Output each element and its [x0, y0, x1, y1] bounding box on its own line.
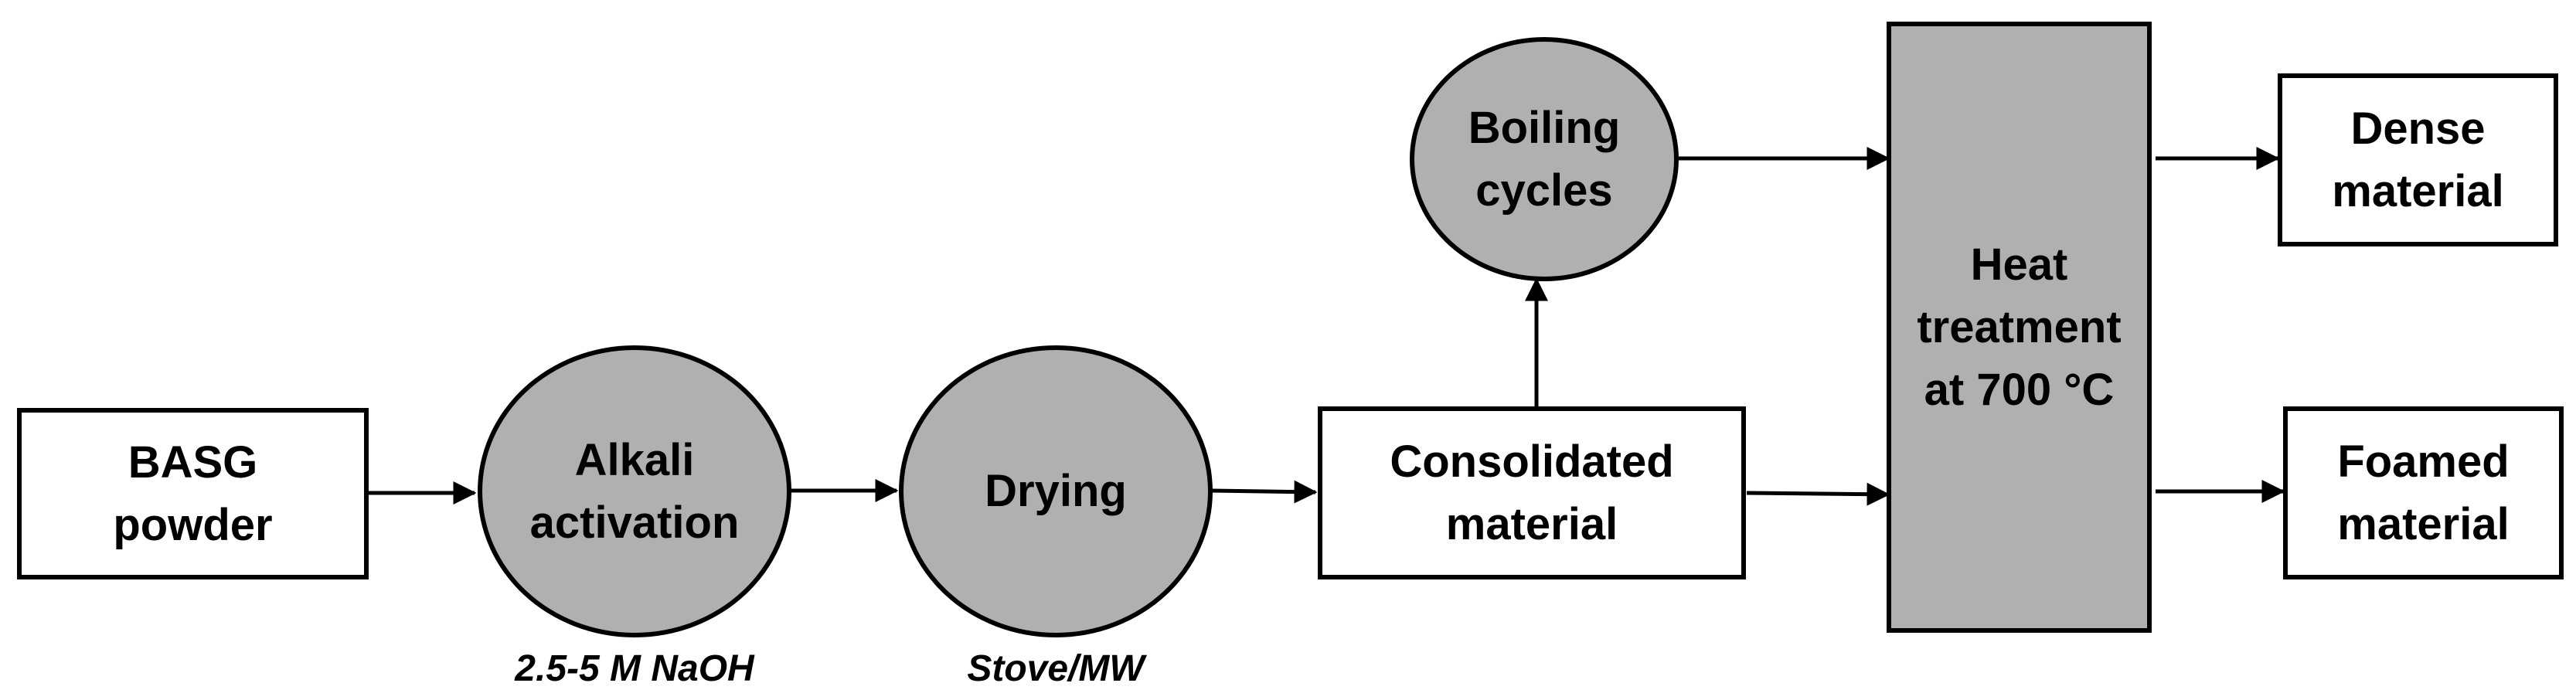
- consolidated-material-box: Consolidated material: [1318, 406, 1746, 579]
- drying-label: Drying: [985, 466, 1127, 517]
- foamed-material-label: Foamed material: [2337, 436, 2510, 549]
- alkali-activation-node: Alkali activation: [478, 345, 791, 637]
- boiling-cycles-label: Boiling cycles: [1468, 102, 1621, 216]
- drying-node: Drying: [899, 345, 1213, 637]
- alkali-activation-caption: 2.5-5 M NaOH: [515, 648, 754, 689]
- consolidated-material-label: Consolidated material: [1390, 436, 1674, 549]
- basg-powder-label: BASG powder: [113, 437, 273, 550]
- arrow-drying-to-consolidated: [1210, 480, 1318, 504]
- boiling-cycles-node: Boiling cycles: [1410, 37, 1679, 281]
- foamed-material-box: Foamed material: [2283, 406, 2564, 579]
- drying-caption: Stove/MW: [967, 648, 1145, 689]
- alkali-activation-label: Alkali activation: [529, 434, 740, 548]
- heat-treatment-box: Heat treatment at 700 °C: [1887, 22, 2152, 633]
- dense-material-label: Dense material: [2332, 103, 2504, 216]
- heat-treatment-label: Heat treatment at 700 °C: [1917, 239, 2122, 416]
- basg-powder-box: BASG powder: [17, 408, 369, 579]
- dense-material-box: Dense material: [2278, 73, 2558, 246]
- arrow-consolidated-to-heat: [1746, 482, 1890, 506]
